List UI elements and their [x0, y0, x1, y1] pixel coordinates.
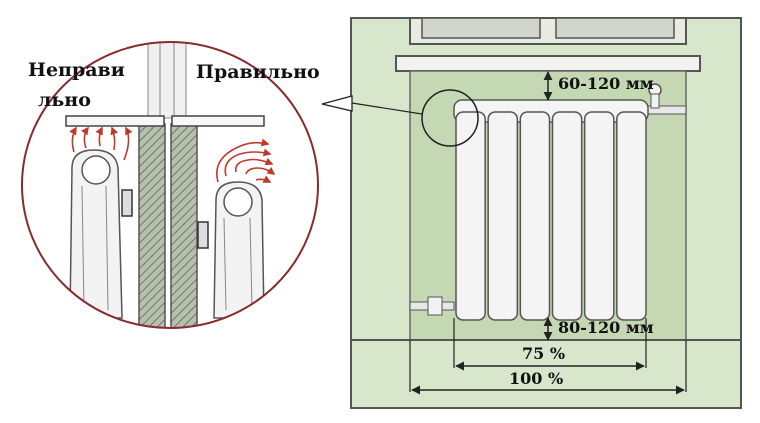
radiator-section — [616, 111, 647, 321]
label-right: Правильно — [196, 61, 320, 83]
radiator — [453, 99, 649, 321]
valve-bottom-icon — [427, 296, 443, 316]
bracket-right-icon — [197, 221, 209, 249]
radiator-section — [583, 111, 615, 321]
radiator-right-pipe-icon — [223, 187, 253, 217]
label-top-gap: 60-120 мм — [558, 74, 654, 93]
label-width-full: 100 % — [509, 369, 564, 388]
detail-circle-border — [21, 41, 319, 329]
radiator-section — [551, 111, 583, 321]
radiator-right — [197, 181, 265, 319]
sill-left — [65, 115, 165, 127]
label-bottom-gap: 80-120 мм — [558, 318, 654, 337]
sill-right — [171, 115, 265, 127]
radiator-section — [519, 111, 551, 321]
wall-panel — [321, 17, 742, 409]
wall-right-hatched — [170, 123, 198, 328]
heat-arrows-wrong — [69, 126, 133, 161]
wall-left-hatched — [138, 123, 166, 328]
label-wrong-line2: льно — [38, 89, 91, 111]
radiator-section — [455, 111, 486, 321]
bracket-wrong-icon — [121, 189, 133, 217]
radiator-wrong-pipe-icon — [81, 155, 111, 185]
radiator-section — [487, 111, 519, 321]
window-pane-right — [555, 17, 675, 39]
window-sill — [395, 55, 701, 72]
radiator-sections — [455, 111, 647, 321]
zoom-marker-circle — [421, 89, 479, 147]
label-wrong-line1: Неправи — [28, 59, 125, 81]
heat-arrows-right — [216, 138, 276, 183]
zoom-pointer-line — [351, 102, 423, 115]
zoom-pointer-arrow-icon — [321, 95, 353, 112]
detail-circle — [21, 41, 319, 329]
valve-top-stem — [650, 93, 660, 109]
window-pane-left — [421, 17, 541, 39]
radiator-wrong — [69, 149, 133, 319]
window-glass-strip — [147, 42, 187, 119]
label-width-radiator: 75 % — [522, 344, 566, 363]
